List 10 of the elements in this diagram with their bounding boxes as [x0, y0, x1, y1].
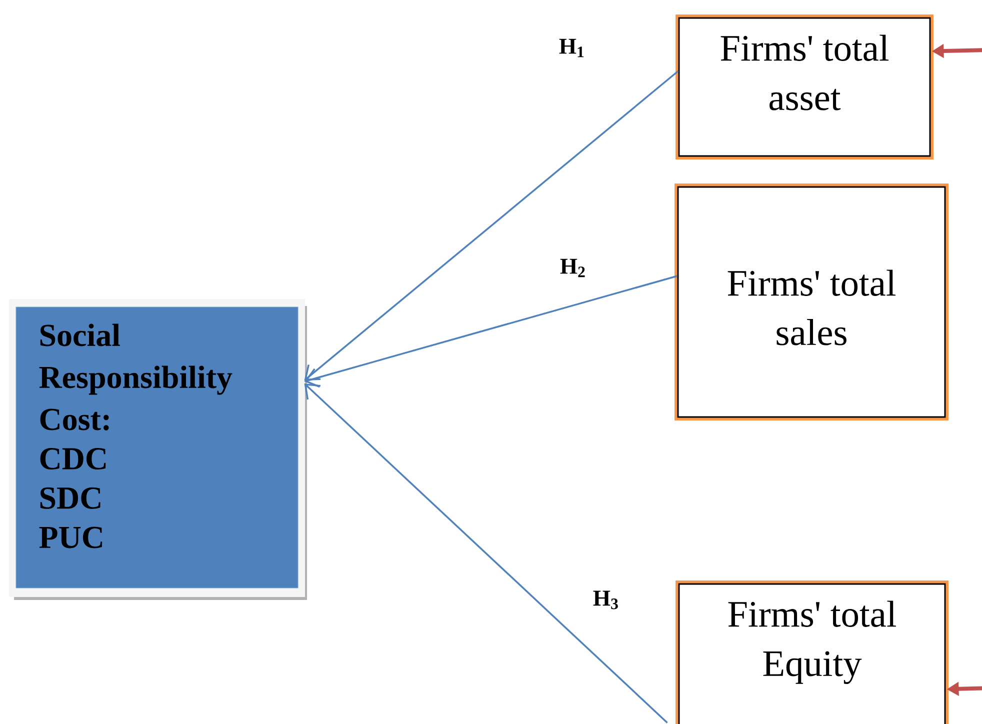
- edge-label: H$_{1}$: [559, 38, 584, 58]
- arrow: [304, 275, 678, 388]
- variable-box: Firms' total sales: [674, 184, 948, 420]
- edge-label: H$_{3}$: [593, 590, 618, 610]
- arrow: [304, 383, 668, 724]
- variable-box: Firms' total asset: [676, 14, 934, 160]
- variable-box: Social Responsibility Cost: CDC SDC PUC: [9, 298, 307, 600]
- edge-label: H$_{2}$: [560, 258, 585, 278]
- variable-box: Firms' total Equity: [676, 580, 948, 724]
- arrow: [304, 70, 679, 380]
